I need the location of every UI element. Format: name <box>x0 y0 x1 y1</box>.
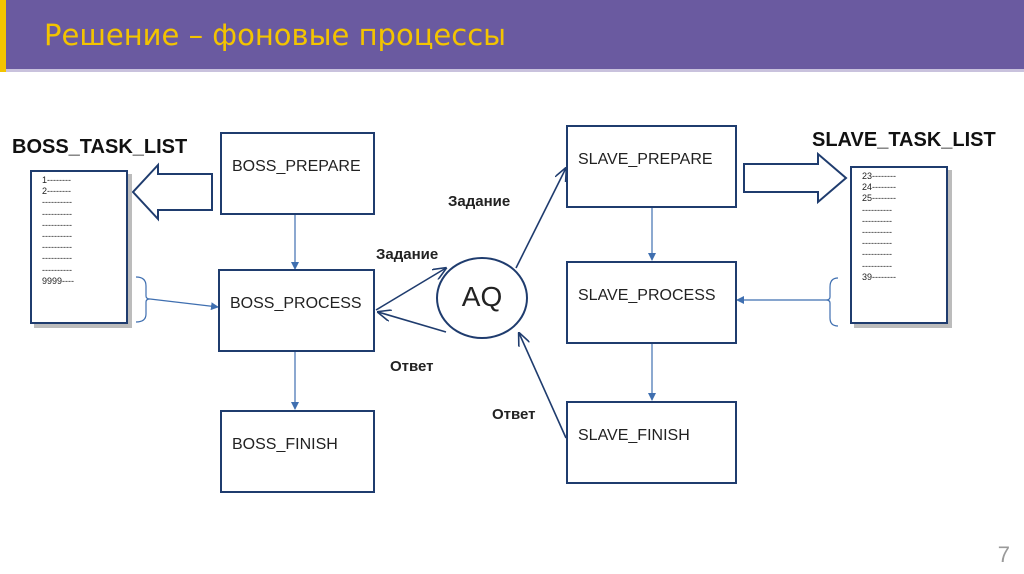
list-item: ---------- <box>862 227 892 238</box>
slave-list-fill-arrow <box>743 151 848 205</box>
list-item: 39-------- <box>862 271 896 282</box>
list-item: ---------- <box>862 204 892 215</box>
slave-prepare-label: SLAVE_PREPARE <box>578 151 713 168</box>
boss-prepare-label: BOSS_PREPARE <box>232 158 361 175</box>
boss-list-fill-arrow <box>131 162 213 222</box>
edge-label-task-top: Задание <box>448 193 511 210</box>
edge-label-answer-bottom: Ответ <box>492 406 536 423</box>
slide-header: Решение – фоновые процессы <box>0 0 1024 72</box>
slave-task-list-label: SLAVE_TASK_LIST <box>812 129 996 151</box>
aq-queue-node: AQ <box>436 257 528 339</box>
boss-finish-label: BOSS_FINISH <box>232 436 338 453</box>
slave-process-box: SLAVE_PROCESS <box>566 261 737 344</box>
list-item: ---------- <box>862 238 892 249</box>
list-item: ---------- <box>862 215 892 226</box>
slave-finish-to-aq-arrow <box>519 333 567 439</box>
header-accent-bar <box>0 0 6 72</box>
edge-label-answer-left: Ответ <box>390 358 434 375</box>
boss-finish-box: BOSS_FINISH <box>220 410 375 493</box>
slave-task-list-doc: 23-------- 24-------- 25-------- -------… <box>850 166 948 324</box>
boss-task-list-doc: 1-------- 2-------- ---------- ---------… <box>30 170 128 324</box>
list-item: ---------- <box>42 242 72 253</box>
boss-list-to-process-arrow <box>149 298 219 311</box>
list-item: 9999---- <box>42 275 75 286</box>
list-item: ---------- <box>42 197 72 208</box>
slide-title: Решение – фоновые процессы <box>44 18 507 52</box>
list-item: 23-------- <box>862 171 896 181</box>
list-item: ---------- <box>862 260 892 271</box>
slave-prepare-box: SLAVE_PREPARE <box>566 125 737 208</box>
list-item: 1-------- <box>42 175 71 185</box>
list-item: ---------- <box>42 208 72 219</box>
edge-label-task-mid: Задание <box>376 246 439 263</box>
slave-finish-label: SLAVE_FINISH <box>578 427 690 444</box>
slave-finish-box: SLAVE_FINISH <box>566 401 737 484</box>
list-item: ---------- <box>42 264 72 275</box>
boss-list-brace <box>135 276 151 323</box>
slave-list-brace <box>825 277 839 327</box>
aq-to-slave-prepare-arrow <box>515 168 566 269</box>
list-item: ---------- <box>42 231 72 242</box>
page-number: 7 <box>997 542 1010 567</box>
list-item: 25-------- <box>862 193 896 204</box>
boss-process-box: BOSS_PROCESS <box>218 269 375 352</box>
boss-prepare-box: BOSS_PREPARE <box>220 132 375 215</box>
list-item: ---------- <box>42 219 72 230</box>
list-item: 24-------- <box>862 182 896 193</box>
aq-label: AQ <box>461 281 503 312</box>
slave-process-label: SLAVE_PROCESS <box>578 287 716 304</box>
boss-process-label: BOSS_PROCESS <box>230 295 362 312</box>
boss-task-list-label: BOSS_TASK_LIST <box>12 136 188 158</box>
list-item: 2-------- <box>42 186 71 197</box>
aq-to-boss-process-arrow <box>378 312 447 333</box>
boss-process-to-aq-arrow <box>375 268 446 311</box>
list-item: ---------- <box>42 253 72 264</box>
list-item: ---------- <box>862 249 892 260</box>
